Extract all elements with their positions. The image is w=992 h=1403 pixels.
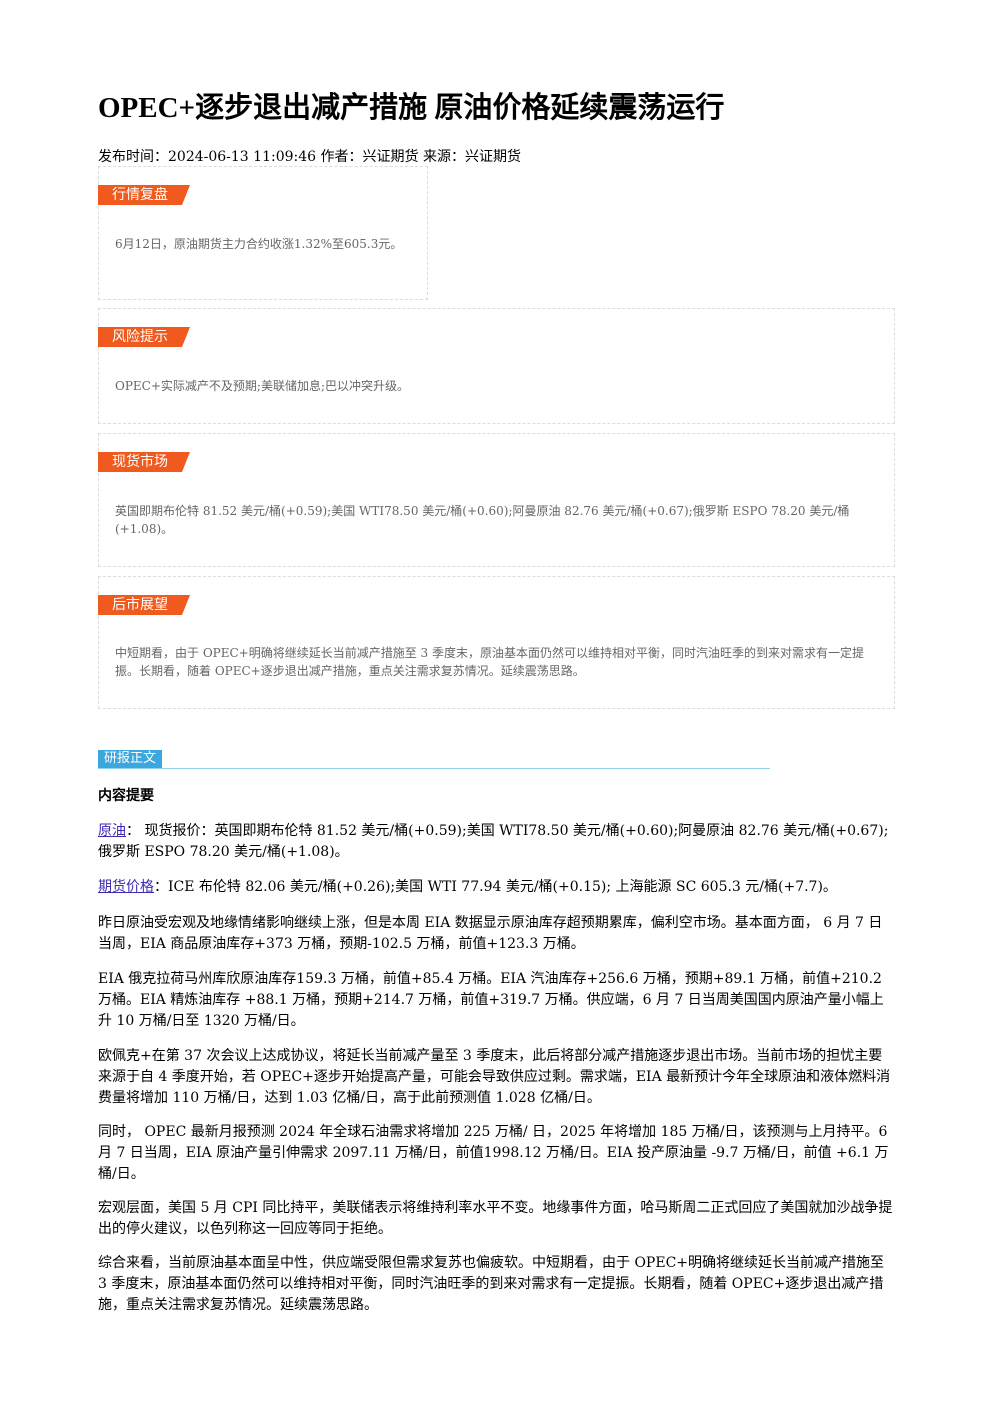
risk-warning-tag: 风险提示 [98, 327, 190, 347]
futures-price-link[interactable]: 期货价格 [98, 879, 154, 895]
body-paragraph: 综合来看，当前原油基本面呈中性，供应端受限但需求复苏也偏疲软。中短期看，由于 O… [98, 1255, 885, 1313]
outlook-tag: 后市展望 [98, 595, 190, 615]
report-body-tag: 研报正文 [98, 750, 163, 768]
futures-paragraph: 期货价格：ICE 布伦特 82.06 美元/桶(+0.26);美国 WTI 77… [98, 877, 894, 898]
risk-warning-box: 风险提示 OPEC+实际减产不及预期;美联储加息;巴以冲突升级。 [98, 308, 895, 424]
crude-paragraph: 原油： 现货报价：英国即期布伦特 81.52 美元/桶(+0.59);美国 WT… [98, 821, 894, 863]
summary-heading: 内容提要 [98, 788, 154, 804]
crude-text: ： 现货报价：英国即期布伦特 81.52 美元/桶(+0.59);美国 WTI7… [98, 823, 889, 860]
market-review-box: 行情复盘 6月12日，原油期货主力合约收涨1.32%至605.3元。 [98, 166, 428, 300]
report-body-header: 研报正文 [98, 750, 770, 769]
spot-market-text: 英国即期布伦特 81.52 美元/桶(+0.59);美国 WTI78.50 美元… [115, 504, 850, 536]
spot-market-box: 现货市场 英国即期布伦特 81.52 美元/桶(+0.59);美国 WTI78.… [98, 433, 895, 567]
crude-link[interactable]: 原油 [98, 823, 126, 839]
outlook-text: 中短期看，由于 OPEC+明确将继续延长当前减产措施至 3 季度末，原油基本面仍… [115, 646, 864, 678]
risk-warning-text: OPEC+实际减产不及预期;美联储加息;巴以冲突升级。 [115, 379, 409, 393]
body-paragraph: 昨日原油受宏观及地缘情绪影响继续上涨，但是本周 EIA 数据显示原油库存超预期累… [98, 915, 883, 952]
page-title: OPEC+逐步退出减产措施 原油价格延续震荡运行 [98, 92, 725, 124]
body-paragraph: EIA 俄克拉荷马州库欣原油库存159.3 万桶，前值+85.4 万桶。EIA … [98, 971, 884, 1029]
body-paragraph: 同时， OPEC 最新月报预测 2024 年全球石油需求将增加 225 万桶/ … [98, 1124, 889, 1182]
spot-market-tag: 现货市场 [98, 452, 190, 472]
futures-text: ：ICE 布伦特 82.06 美元/桶(+0.26);美国 WTI 77.94 … [154, 879, 837, 895]
publish-meta: 发布时间：2024-06-13 11:09:46 作者：兴证期货 来源：兴证期货 [98, 149, 521, 165]
market-review-tag: 行情复盘 [98, 185, 190, 205]
outlook-box: 后市展望 中短期看，由于 OPEC+明确将继续延长当前减产措施至 3 季度末，原… [98, 576, 895, 709]
body-paragraph: 宏观层面，美国 5 月 CPI 同比持平，美联储表示将维持利率水平不变。地缘事件… [98, 1200, 893, 1237]
market-review-text: 6月12日，原油期货主力合约收涨1.32%至605.3元。 [115, 237, 403, 251]
body-paragraph: 欧佩克+在第 37 次会议上达成协议，将延长当前减产量至 3 季度末，此后将部分… [98, 1048, 891, 1106]
